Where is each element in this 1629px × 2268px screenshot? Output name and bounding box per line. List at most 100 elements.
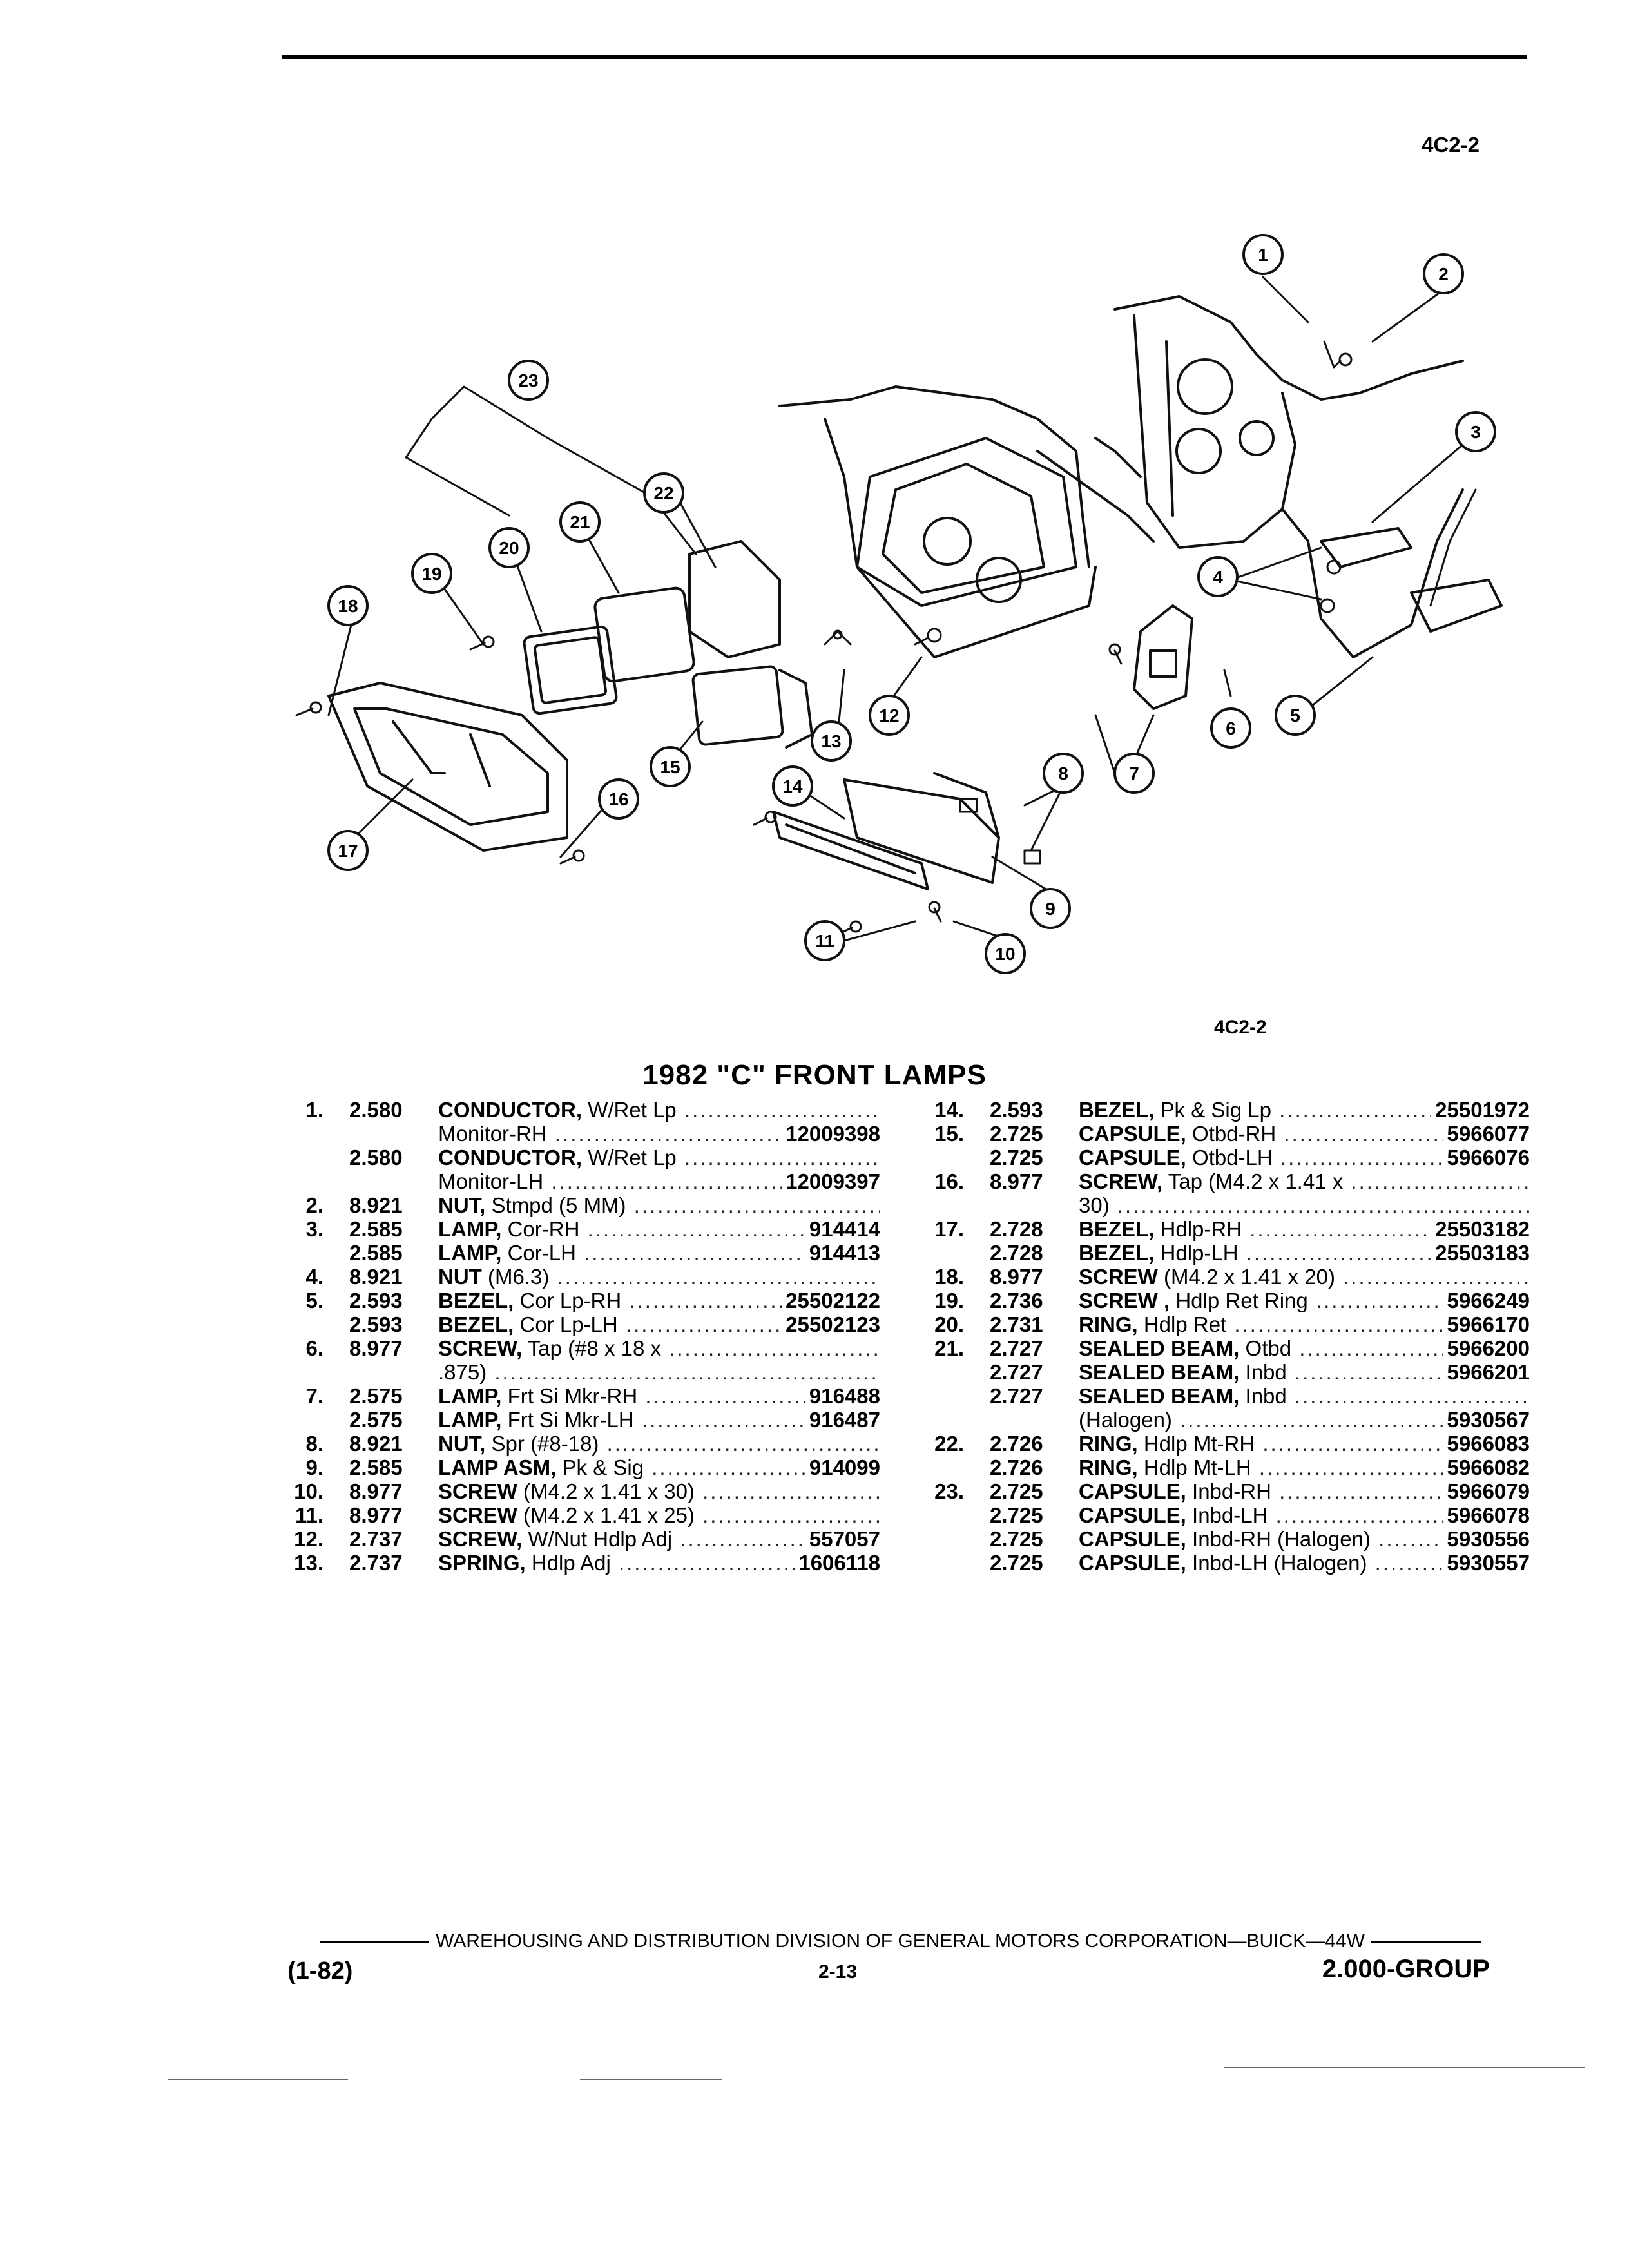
parts-row: 10. 8.977 SCREW (M4.2 x 1.41 x 30) .......… xyxy=(287,1479,880,1503)
part-name: CAPSULE, xyxy=(1079,1503,1186,1527)
footer-publisher-text: WAREHOUSING AND DISTRIBUTION DIVISION OF… xyxy=(436,1930,1365,1952)
fender-structure-drawing xyxy=(1036,295,1477,658)
group-number: 2.593 xyxy=(349,1312,403,1336)
item-number: 3. xyxy=(305,1217,323,1241)
group-number: 2.585 xyxy=(349,1217,403,1241)
part-name: LAMP, xyxy=(438,1384,502,1408)
part-description: NUT, Spr (#8-18) .......................… xyxy=(438,1432,880,1456)
group-number: 2.593 xyxy=(349,1289,403,1312)
part-name: BEZEL, xyxy=(1079,1217,1155,1241)
callout-16: 16 xyxy=(608,789,628,809)
callout-21: 21 xyxy=(570,512,590,532)
part-name: BEZEL, xyxy=(1079,1098,1155,1122)
leader-dots: ........................................… xyxy=(633,1193,880,1217)
part-name: NUT, xyxy=(438,1432,486,1456)
part-number: 25501972 xyxy=(1431,1098,1530,1122)
part-name: SCREW, xyxy=(438,1527,523,1551)
callout-19: 19 xyxy=(421,564,441,584)
callout-10: 10 xyxy=(995,944,1015,964)
part-name: CAPSULE, xyxy=(1079,1122,1186,1146)
callout-numbers: 1 2 3 4 5 6 7 8 9 10 11 12 13 14 15 16 1… xyxy=(338,245,1480,964)
part-name: SCREW, xyxy=(1079,1169,1163,1193)
scan-artifact xyxy=(1224,2067,1585,2068)
part-number: 5966082 xyxy=(1443,1456,1530,1480)
group-number: 2.725 xyxy=(990,1146,1043,1169)
part-name: SCREW , xyxy=(1079,1289,1170,1312)
part-name: RING, xyxy=(1079,1432,1138,1456)
part-name: CAPSULE, xyxy=(1079,1479,1186,1503)
part-name: CAPSULE, xyxy=(1079,1527,1186,1551)
part-number: 5966201 xyxy=(1443,1360,1530,1385)
exploded-parts-diagram: 1 2 3 4 5 6 7 8 9 10 11 12 13 14 15 16 1… xyxy=(295,234,1503,974)
part-description: SCREW, W/Nut Hdlp Adj ..................… xyxy=(438,1527,880,1552)
part-name: SCREW xyxy=(438,1479,517,1503)
leader-dots: ........................................… xyxy=(1117,1193,1530,1217)
part-number: 914099 xyxy=(805,1456,880,1480)
part-detail: (Halogen) xyxy=(1079,1408,1172,1432)
leader-dots: ........................................… xyxy=(606,1432,880,1456)
part-name: SEALED BEAM, xyxy=(1079,1384,1240,1408)
item-number: 9. xyxy=(305,1456,323,1479)
part-detail: Cor-LH xyxy=(501,1241,576,1265)
part-detail: (M4.2 x 1.41 x 30) xyxy=(517,1479,695,1503)
part-description: NUT, Stmpd (5 MM) ......................… xyxy=(438,1193,880,1218)
group-number: 2.726 xyxy=(990,1432,1043,1456)
parts-row: .875) ..................................… xyxy=(287,1360,880,1384)
item-number: 4. xyxy=(305,1265,323,1289)
leader-dots: ........................................… xyxy=(557,1265,881,1289)
part-detail: W/Nut Hdlp Adj xyxy=(522,1527,673,1551)
part-number: 5930567 xyxy=(1443,1408,1530,1432)
part-detail: Pk & Sig xyxy=(556,1456,644,1479)
part-detail: Hdlp-LH xyxy=(1154,1241,1239,1265)
part-detail: Inbd-RH (Halogen) xyxy=(1186,1527,1371,1551)
part-detail: Tap (#8 x 18 x xyxy=(522,1336,662,1360)
park-signal-lamp-drawing xyxy=(772,772,1000,890)
part-number: 5966170 xyxy=(1443,1312,1530,1337)
page-code: 4C2-2 xyxy=(1422,133,1480,157)
item-number: 10. xyxy=(294,1479,323,1503)
callout-4: 4 xyxy=(1213,567,1223,587)
leader-dots: ........................................… xyxy=(684,1146,880,1169)
leader-dots: ........................................… xyxy=(1351,1169,1530,1193)
item-number: 5. xyxy=(305,1289,323,1312)
group-number: 8.977 xyxy=(349,1336,403,1360)
part-number: 5966200 xyxy=(1443,1336,1530,1361)
group-number: 2.737 xyxy=(349,1527,403,1551)
part-number: 5930557 xyxy=(1443,1551,1530,1575)
part-detail: Monitor-LH xyxy=(438,1169,544,1193)
part-detail: Frt Si Mkr-LH xyxy=(501,1408,634,1432)
footer-page-number: 2-13 xyxy=(818,1961,858,1983)
group-number: 2.736 xyxy=(990,1289,1043,1312)
part-name: SPRING, xyxy=(438,1551,526,1575)
leader-dots: ........................................… xyxy=(684,1098,880,1122)
group-number: 2.580 xyxy=(349,1098,403,1122)
part-detail: Stmpd (5 MM) xyxy=(485,1193,626,1217)
part-description: SCREW (M4.2 x 1.41 x 30) ...............… xyxy=(438,1479,880,1504)
group-number: 2.725 xyxy=(990,1503,1043,1527)
callout-circles xyxy=(327,234,1496,974)
callout-15: 15 xyxy=(660,757,680,777)
leader-dots: ........................................… xyxy=(702,1479,880,1503)
part-detail: Hdlp Mt-RH xyxy=(1137,1432,1255,1456)
part-name: LAMP ASM, xyxy=(438,1456,557,1479)
part-detail: Monitor-RH xyxy=(438,1122,547,1146)
part-number: 1606118 xyxy=(795,1551,880,1575)
group-number: 8.977 xyxy=(349,1479,403,1503)
part-number: 914413 xyxy=(805,1241,880,1265)
side-marker-corner-lamp-drawing xyxy=(1133,527,1503,710)
part-detail: (M6.3) xyxy=(481,1265,550,1289)
part-name: CAPSULE, xyxy=(1079,1146,1186,1169)
part-name: CONDUCTOR, xyxy=(438,1098,583,1122)
